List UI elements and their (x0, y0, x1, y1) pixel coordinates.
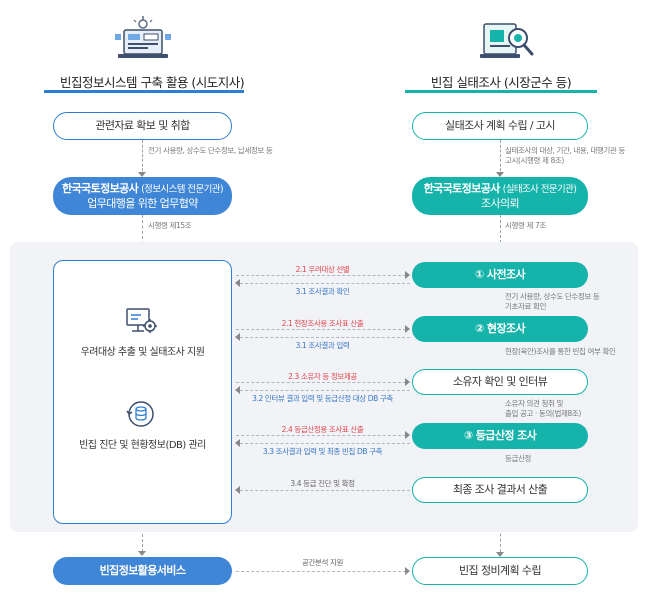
note-field-survey: 현장(육안)조사를 통한 빈집 여부 확인 (505, 347, 616, 356)
monitor-gear-icon (126, 308, 157, 333)
arrowhead-3-2 (235, 386, 240, 394)
magnifier-survey-icon (480, 23, 534, 58)
right-arrowhead-7 (496, 552, 504, 557)
right-column-title: 빈집 실태조사 (시장군수 등) (430, 75, 572, 90)
right-connector-1 (500, 140, 501, 176)
right-title-rule (405, 90, 597, 93)
arrowhead-3-4 (235, 486, 240, 494)
arrow-label-2-1b: 2.1 현장조사용 조사표 산출 (281, 319, 364, 328)
arrow-label-3-2: 3.2 인터뷰 결과 입력 및 등급산정 대상 DB 구축 (252, 394, 393, 403)
arrowhead-2-4 (405, 431, 410, 439)
note-pre-survey: 전기 사용량, 상수도 단수정보 등 기초자료 확인 (505, 292, 600, 311)
stage-pre-survey: ① 사전조사 (412, 262, 588, 288)
right-connector-2 (500, 215, 501, 258)
left-support-box (53, 260, 232, 524)
arrow-line-3-1 (240, 283, 410, 284)
arrow-line-2-3 (236, 382, 406, 383)
arrowhead-3-1b (235, 333, 240, 341)
note-owner-interview: 소유자 의견 청취 및 출입 공고 · 동의(법제8조) (505, 399, 581, 418)
note-grading: 등급산정 (505, 454, 531, 463)
left-title-rule (44, 90, 244, 93)
arrow-line-3-2 (240, 390, 410, 391)
arrow-line-3-4 (240, 490, 410, 491)
left-note-2: 시행령 제15조 (148, 221, 192, 230)
database-refresh-icon (126, 401, 154, 427)
left-connector-1 (142, 140, 143, 176)
arrow-label-3-3: 3.3 조사결과 입력 및 최종 빈집 DB 구축 (262, 447, 383, 456)
support-label-db: 빈집 진단 및 현황정보(DB) 관리 (79, 440, 206, 451)
arrow-label-2-3: 2.3 소유자 등 정보제공 (288, 372, 357, 381)
left-connector-3 (142, 524, 143, 552)
left-step-collect-data: 관련자료 확보 및 취합 (53, 112, 232, 140)
left-connector-2 (142, 215, 143, 255)
left-arrowhead-1 (138, 172, 146, 177)
right-arrowhead-1 (496, 172, 504, 177)
arrowhead-3-3 (235, 439, 240, 447)
arrow-label-3-4: 3.4 등급 진단 및 확정 (290, 479, 355, 488)
arrow-label-3-1: 3.1 조사결과 확인 (295, 287, 350, 296)
arrow-label-2-1: 2.1 우려대상 선별 (295, 265, 350, 274)
arrow-label-spatial: 공간분석 지원 (302, 558, 343, 567)
arrow-line-2-1 (236, 275, 406, 276)
right-note-2: 시행령 제 7조 (505, 221, 546, 230)
support-label-extract: 우려대상 추출 및 실태조사 지원 (80, 347, 205, 358)
arrowhead-2-1b (405, 325, 410, 333)
computer-system-icon (115, 16, 171, 58)
arrowhead-2-1 (405, 271, 410, 279)
arrowhead-2-3 (405, 378, 410, 386)
arrowhead-spatial (405, 567, 410, 575)
arrow-line-2-1b (236, 329, 406, 330)
stage-grading-survey: ③ 등급산정 조사 (412, 423, 588, 449)
arrow-line-3-3 (240, 443, 410, 444)
arrow-line-2-4 (236, 435, 406, 436)
right-note-1: 실태조사의 대상, 기간, 내용, 대행기관 등 고시(시행령 제 8조) (505, 146, 625, 165)
left-bottom-service: 빈집정보활용서비스 (53, 557, 232, 585)
stage-owner-interview: 소유자 확인 및 인터뷰 (412, 369, 588, 395)
right-bottom-plan: 빈집 정비계획 수립 (412, 557, 588, 585)
arrow-label-2-4: 2.4 등급산정용 조사표 산출 (281, 425, 364, 434)
stage-final-report: 최종 조사 결과서 산출 (412, 477, 588, 503)
right-step-plan: 실태조사 계획 수립 / 고시 (412, 112, 588, 140)
left-arrowhead-3 (138, 551, 146, 556)
left-lx-agreement: 한국국토정보공사 (정보시스템 전문기관) 업무대행을 위한 업무협약 (53, 177, 232, 215)
right-lx-request: 한국국토정보공사 (실태조사 전문기관) 조사의뢰 (412, 177, 588, 215)
arrow-line-spatial (236, 571, 406, 572)
stage-field-survey: ② 현장조사 (412, 316, 588, 342)
arrowhead-3-1 (235, 279, 240, 287)
arrow-label-3-1b: 3.1 조사결과 입력 (295, 341, 350, 350)
left-column-title: 빈집정보시스템 구축 활용 (시도지사) (60, 75, 245, 90)
arrow-line-3-1b (240, 337, 410, 338)
left-note-1: 전기 사용량, 상수도 단수정보, 납세정보 등 (148, 146, 273, 155)
